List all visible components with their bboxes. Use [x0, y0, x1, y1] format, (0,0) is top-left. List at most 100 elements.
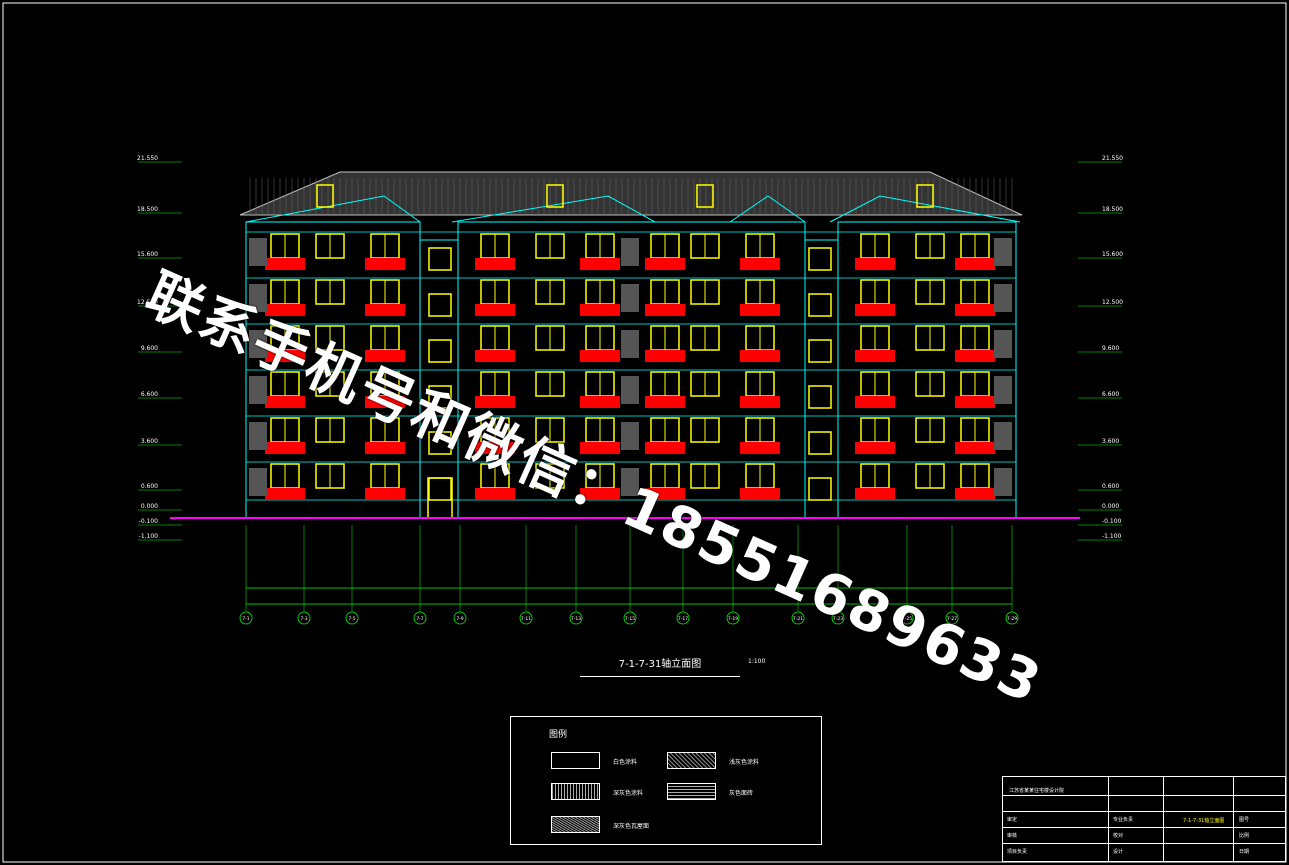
balcony-railing [580, 304, 620, 316]
axis-bubble [676, 611, 690, 625]
axis-bubble [569, 611, 583, 625]
tb-cell: 项目负责 [1007, 849, 1028, 855]
louver [994, 284, 1012, 312]
axis-label: 7-13 [571, 616, 581, 622]
axis-label: 7-15 [625, 616, 635, 622]
elevation-label: 12.500 [1102, 299, 1123, 306]
axis-label: 7-11 [521, 616, 531, 622]
balcony-railing [365, 396, 405, 408]
tb-cell: 审定 [1007, 817, 1018, 823]
balcony-railing [265, 304, 305, 316]
balcony-railing [855, 396, 895, 408]
balcony-railing [645, 350, 685, 362]
tb-project: 江苏省某某住宅楼设计院 [1009, 788, 1065, 794]
balcony-railing [365, 442, 405, 454]
balcony-railing [855, 488, 895, 500]
axis-bubble [1005, 611, 1019, 625]
balcony-railing [645, 442, 685, 454]
balcony-railing [740, 488, 780, 500]
louver [994, 330, 1012, 358]
elevation-label: 0.600 [1102, 483, 1119, 490]
axis-label: 7-29 [1007, 616, 1017, 622]
stair-window [428, 431, 452, 455]
axis-bubble [726, 611, 740, 625]
axis-bubble [345, 611, 359, 625]
stair-core [804, 239, 839, 519]
balcony-railing [855, 304, 895, 316]
axis-bubble [623, 611, 637, 625]
elevation-label: -0.100 [139, 518, 159, 525]
elevation-label: 21.550 [137, 155, 158, 162]
legend-swatch-tile [667, 783, 716, 800]
axis-label: 7-27 [947, 616, 957, 622]
axis-label: 7-25 [902, 616, 912, 622]
tb-drawing-name: 7-1-7-31轴立面图 [1183, 818, 1225, 824]
louver [249, 330, 267, 358]
elevation-label: 18.500 [1102, 206, 1123, 213]
dormer-window [916, 184, 934, 208]
louver [621, 238, 639, 266]
legend-swatch-light-gray [667, 752, 716, 769]
balcony-railing [855, 350, 895, 362]
tb-cell: 专业负责 [1113, 817, 1134, 823]
balcony-railing [580, 350, 620, 362]
balcony-railing [580, 396, 620, 408]
tb-cell: 校对 [1113, 833, 1124, 839]
balcony-railing [955, 396, 995, 408]
stair-window [428, 385, 452, 409]
balcony-railing [740, 258, 780, 270]
louver [249, 422, 267, 450]
louver [249, 284, 267, 312]
stair-window [808, 385, 832, 409]
elevation-label: -0.100 [1102, 518, 1122, 525]
balcony-railing [265, 488, 305, 500]
louver [621, 422, 639, 450]
axis-bubble [413, 611, 427, 625]
elevation-label: -1.100 [1102, 533, 1122, 540]
elevation-label: 21.550 [1102, 155, 1123, 162]
gable [829, 195, 1021, 223]
axis-bubble [297, 611, 311, 625]
elevation-label: 15.600 [137, 251, 158, 258]
legend-title: 图例 [549, 730, 568, 740]
balcony-railing [740, 304, 780, 316]
elevation-label: 18.500 [137, 206, 158, 213]
drawing-title: 7-1-7-31轴立面图 [618, 659, 702, 670]
axis-label: 7-17 [678, 616, 688, 622]
stair-window [808, 477, 832, 501]
stair-window [808, 339, 832, 363]
building-elevation [170, 171, 1080, 519]
axis-label: 7-3 [300, 616, 307, 622]
balcony-railing [265, 258, 305, 270]
balcony-railing [475, 350, 515, 362]
axis-bubble [945, 611, 959, 625]
tb-cell: 审核 [1007, 833, 1018, 839]
legend-swatch-white [551, 752, 600, 769]
balcony-railing [475, 258, 515, 270]
legend-box: 图例 白色涂料 浅灰色涂料 深灰色涂料 灰色面砖 深灰色瓦屋面 [510, 716, 822, 845]
balcony-railing [645, 258, 685, 270]
axis-label: 7-7 [416, 616, 423, 622]
gable [245, 195, 421, 223]
elevation-markers-left: 21.55018.50015.60012.5009.6006.6003.6000… [137, 155, 182, 541]
stair-window [808, 247, 832, 271]
legend-swatch-roof [551, 816, 600, 833]
stair-window [808, 431, 832, 455]
louver [621, 468, 639, 496]
axis-bubble [239, 611, 253, 625]
louver [994, 422, 1012, 450]
louver [621, 376, 639, 404]
balcony-railing [365, 258, 405, 270]
stair-window [428, 477, 452, 501]
balcony-railing [580, 258, 620, 270]
stair-window [428, 339, 452, 363]
balcony-railing [265, 350, 305, 362]
elevation-label: 3.600 [141, 438, 158, 445]
axis-bubble [900, 611, 914, 625]
balcony-railing [265, 442, 305, 454]
gable [451, 195, 656, 223]
dormer-window [696, 184, 714, 208]
louver [621, 284, 639, 312]
